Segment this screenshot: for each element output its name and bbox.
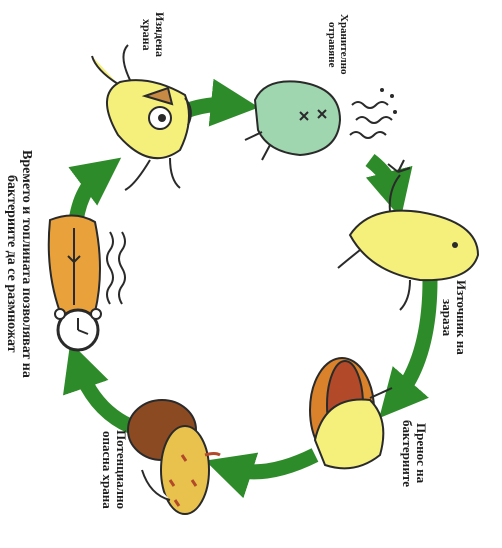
label-potentially-dangerous-food: Потенциално опасна храна: [100, 430, 128, 509]
label-time-and-heat-line-2: бактериите да се размножат: [4, 150, 19, 378]
label-bacteria-transfer-line-1: Пренос на: [414, 420, 428, 487]
label-potentially-dangerous-food-line-1: Потенциално: [114, 430, 128, 509]
label-bacteria-transfer: Пренос на бактериите: [400, 420, 428, 487]
arrow-source-to-transfer: [395, 280, 430, 400]
arrow-transfer-to-food: [228, 455, 315, 472]
label-eaten-food-line-1: Изядена: [153, 12, 166, 57]
label-bacteria-transfer-line-2: бактериите: [400, 420, 414, 487]
label-source-of-infection-line-1: Източник на: [454, 280, 468, 355]
sick-character-icon: [245, 81, 397, 160]
time-and-heat-icon: [49, 215, 125, 350]
label-eaten-food: Изядена храна: [140, 12, 166, 57]
dangerous-food-icon: [128, 400, 220, 514]
label-food-poisoning-line-1: Хранително: [337, 14, 349, 75]
label-eaten-food-line-2: храна: [140, 12, 153, 57]
label-source-of-infection: Източник на зараза: [440, 280, 468, 355]
label-time-and-heat: Времето и топлината позволяват на бактер…: [4, 150, 34, 378]
bacteria-transfer-icon: [310, 358, 392, 468]
label-potentially-dangerous-food-line-2: опасна храна: [100, 430, 114, 509]
label-time-and-heat-line-1: Времето и топлината позволяват на: [19, 150, 34, 378]
label-food-poisoning-line-2: отравяне: [325, 14, 337, 75]
label-food-poisoning: Хранително отравяне: [325, 14, 349, 75]
label-source-of-infection-line-2: зараза: [440, 280, 454, 355]
eating-character-icon: [92, 45, 191, 190]
